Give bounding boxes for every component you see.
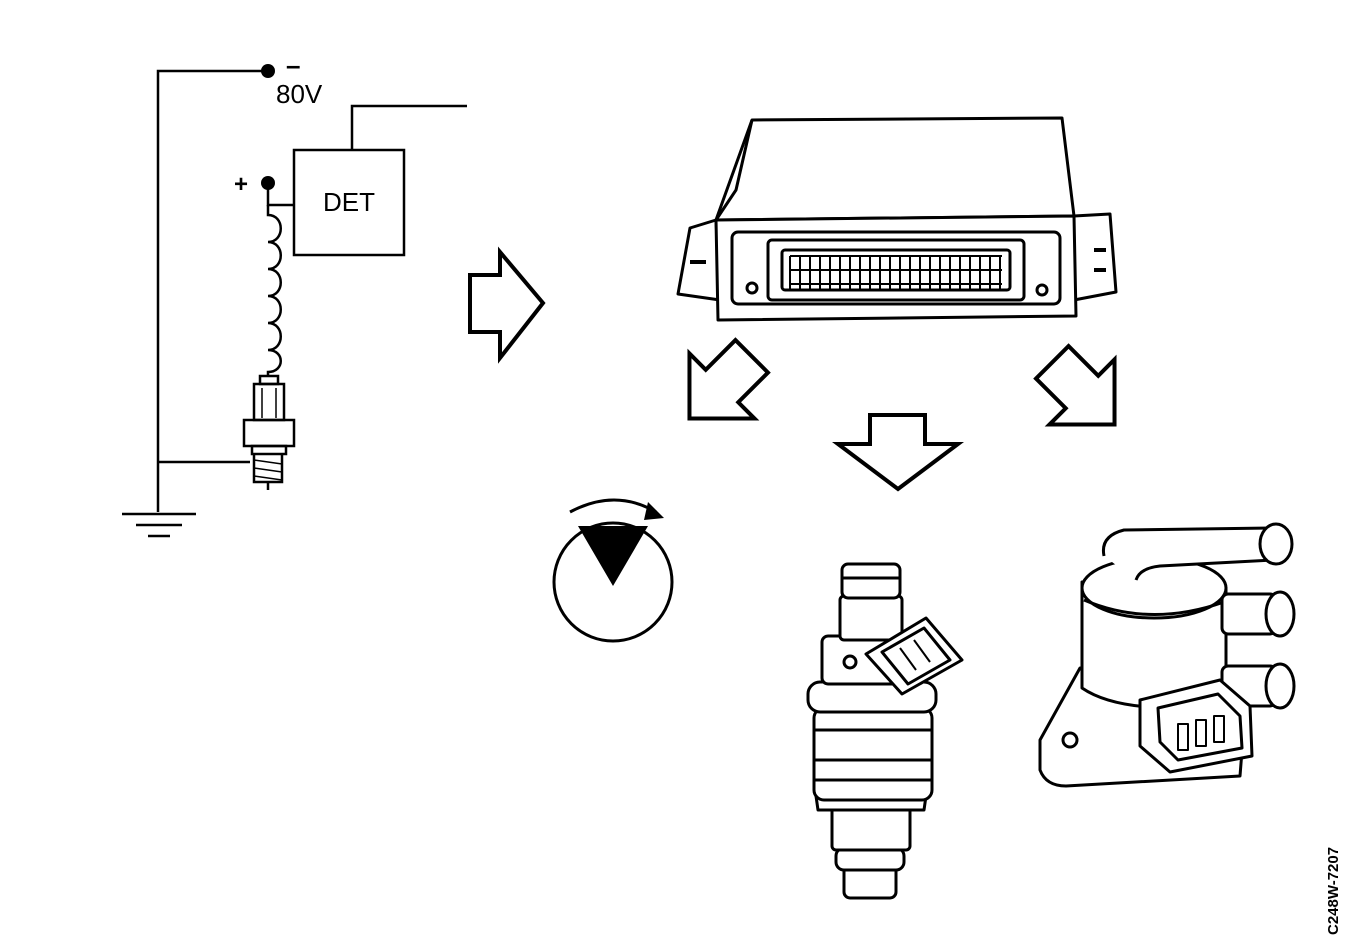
voltage-label: 80V — [276, 79, 323, 109]
spark-plug-icon — [242, 374, 296, 490]
positive-terminal-dot — [261, 176, 275, 190]
rotation-sensor-icon — [552, 498, 674, 643]
arrow-down-icon — [832, 413, 964, 492]
ignition-coil-icon — [266, 205, 282, 376]
negative-terminal-dot — [261, 64, 275, 78]
det-box — [292, 148, 406, 257]
ecu-control-unit-icon — [676, 116, 1118, 322]
wire-det-output — [350, 104, 467, 150]
plus-sign-label: + — [234, 171, 248, 198]
detection-circuit — [122, 69, 467, 538]
arrow-down-right-icon — [1033, 343, 1117, 427]
arrow-down-left-icon — [687, 337, 771, 421]
arrow-right-icon — [468, 246, 546, 364]
wire-negative — [156, 69, 268, 512]
solenoid-valve-icon — [1038, 522, 1296, 788]
fuel-injector-icon — [806, 562, 964, 900]
figure-reference-code: C248W-7207 — [1325, 847, 1342, 935]
minus-sign-label: – — [286, 50, 300, 80]
ground-symbol — [122, 512, 196, 538]
det-label: DET — [323, 187, 375, 217]
